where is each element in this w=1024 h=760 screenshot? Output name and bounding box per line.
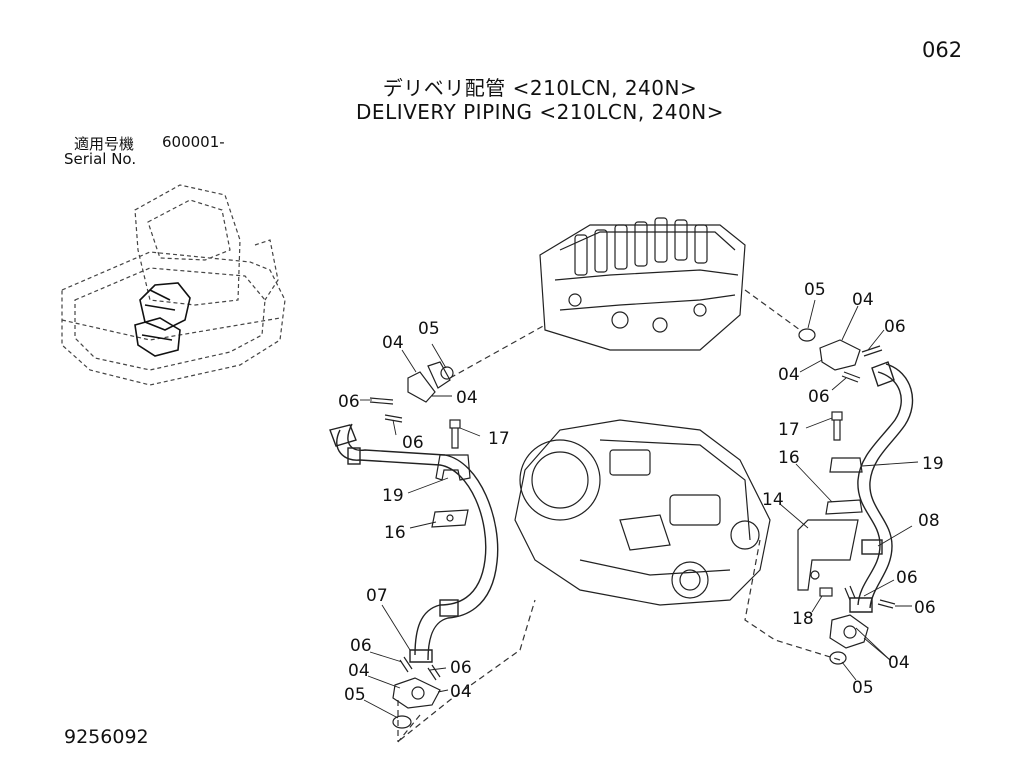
part-label: 16 <box>384 523 406 543</box>
part-label: 04 <box>852 290 874 310</box>
left-lower-flange <box>392 656 441 729</box>
part-label: 06 <box>914 598 936 618</box>
right-bolt-17 <box>831 411 843 441</box>
serial-label-japanese: 適用号機 <box>74 135 135 153</box>
part-label: 19 <box>382 486 404 506</box>
part-label: 06 <box>808 387 830 407</box>
part-label: 06 <box>338 392 360 412</box>
part-label: 06 <box>450 658 472 678</box>
part-label: 04 <box>382 333 404 353</box>
serial-label-english: Serial No. <box>64 150 137 168</box>
part-label: 04 <box>456 388 478 408</box>
part-label: 06 <box>402 433 424 453</box>
part-label: 04 <box>888 653 910 673</box>
part-label: 18 <box>792 609 814 629</box>
part-label: 06 <box>896 568 918 588</box>
part-label: 14 <box>762 490 784 510</box>
serial-number: 600001- <box>162 133 225 151</box>
main-pump-illustration <box>514 419 771 606</box>
title-english: DELIVERY PIPING <210LCN, 240N> <box>356 100 724 124</box>
part-label: 08 <box>918 511 940 531</box>
left-bolt-17 <box>449 419 461 449</box>
part-label: 04 <box>450 682 472 702</box>
right-clamp <box>797 457 863 591</box>
control-valve-illustration <box>539 217 746 351</box>
part-label: 19 <box>922 454 944 474</box>
part-label: 04 <box>778 365 800 385</box>
part-label: 05 <box>344 685 366 705</box>
right-delivery-hose <box>849 361 914 613</box>
dash-leaders <box>397 289 841 743</box>
document-number: 9256092 <box>64 726 149 748</box>
right-upper-flange <box>798 328 883 383</box>
part-label: 05 <box>852 678 874 698</box>
part-label: 17 <box>488 429 510 449</box>
part-label: 04 <box>348 661 370 681</box>
title-japanese: デリベリ配管 <210LCN, 240N> <box>382 76 698 100</box>
left-delivery-hose <box>329 423 499 663</box>
part-label: 05 <box>418 319 440 339</box>
pump-in-machine-highlight <box>134 282 191 357</box>
page-number: 062 <box>922 38 963 62</box>
part-label: 16 <box>778 448 800 468</box>
left-upper-flange <box>369 361 454 423</box>
excavator-overview-illustration <box>61 184 286 386</box>
right-lower-flange <box>819 585 896 665</box>
label-leaders <box>360 299 919 719</box>
part-label: 05 <box>804 280 826 300</box>
part-label: 06 <box>350 636 372 656</box>
part-label: 06 <box>884 317 906 337</box>
left-clamp <box>431 454 471 528</box>
part-label: 17 <box>778 420 800 440</box>
part-label: 07 <box>366 586 388 606</box>
